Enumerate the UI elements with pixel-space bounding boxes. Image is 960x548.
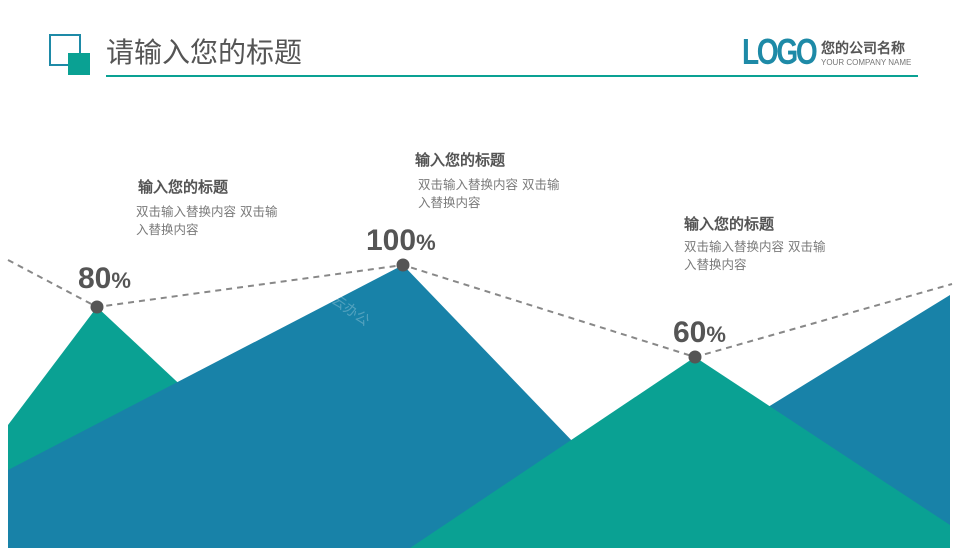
page-title[interactable]: 请输入您的标题: [106, 36, 303, 69]
peak-value-2-number: 100: [366, 224, 416, 257]
item-3-description[interactable]: 双击输入替换内容 双击输入替换内容: [684, 239, 826, 272]
item-2-title[interactable]: 输入您的标题: [415, 151, 506, 169]
company-name-english[interactable]: YOUR COMPANY NAME: [821, 58, 912, 67]
item-1-title[interactable]: 输入您的标题: [138, 178, 229, 196]
company-name[interactable]: 您的公司名称: [821, 41, 905, 57]
peak-value-3-unit: %: [706, 322, 726, 347]
peak-marker-1[interactable]: [90, 300, 104, 314]
mountain-center-blue: [8, 265, 600, 548]
header-divider: [106, 75, 918, 77]
peak-value-1-unit: %: [111, 268, 131, 293]
peak-value-2[interactable]: 100%: [366, 224, 436, 257]
peak-marker-3[interactable]: [688, 350, 702, 364]
company-logo: LOGO: [742, 31, 818, 72]
title-square-icon: [49, 34, 91, 76]
item-3-title[interactable]: 输入您的标题: [684, 215, 775, 233]
peak-value-3-number: 60: [673, 316, 706, 349]
title-square-fill: [68, 53, 90, 75]
peak-marker-2[interactable]: [396, 258, 410, 272]
item-2-description[interactable]: 双击输入替换内容 双击输入替换内容: [418, 177, 560, 210]
peak-value-3[interactable]: 60%: [673, 316, 726, 349]
peak-value-1-number: 80: [78, 262, 111, 295]
peak-value-1[interactable]: 80%: [78, 262, 131, 295]
item-1-description[interactable]: 双击输入替换内容 双击输入替换内容: [136, 204, 278, 237]
title-square-outline: [49, 34, 81, 66]
peak-connector-line: [7, 259, 953, 359]
mountain-front-teal: [410, 357, 950, 548]
peak-value-2-unit: %: [416, 230, 436, 255]
